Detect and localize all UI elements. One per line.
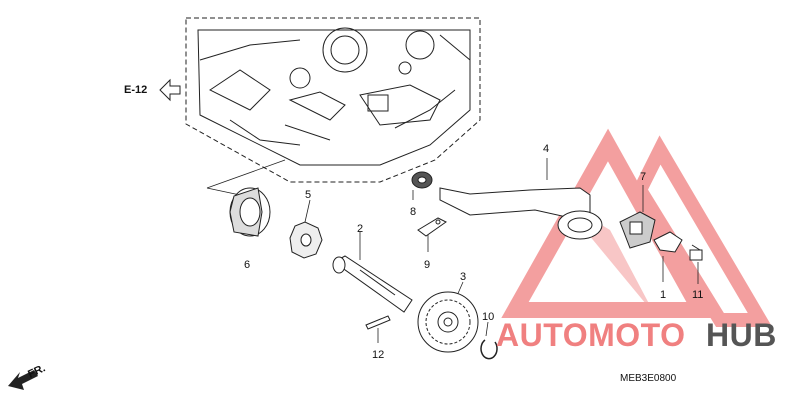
callout-8: 8 — [410, 206, 416, 218]
snap-ring-part — [480, 339, 498, 360]
watermark-text-part1: AUTOMOTO — [496, 317, 685, 353]
callout-9: 9 — [424, 259, 430, 271]
dowel-pin-part — [365, 315, 391, 330]
clip-part — [417, 217, 447, 237]
seal-part — [411, 171, 433, 189]
callout-10: 10 — [482, 311, 494, 323]
callout-numbers: 1 2 3 4 5 6 7 8 9 10 11 12 — [244, 143, 703, 361]
bracket-part — [653, 231, 683, 253]
diagram-code: MEB3E0800 — [620, 373, 677, 384]
callout-3: 3 — [460, 271, 466, 283]
crankcase-outline — [185, 17, 481, 183]
outer-rotor-part — [229, 187, 271, 237]
inner-rotor-part — [289, 221, 323, 259]
callout-11: 11 — [692, 289, 703, 301]
callout-12: 12 — [372, 349, 384, 361]
driven-gear-part — [417, 291, 479, 353]
strainer-pipe-part — [439, 187, 603, 240]
filter-screen-part — [619, 211, 656, 249]
watermark-text-part2: HUB — [706, 317, 777, 353]
pump-shaft-part — [332, 255, 413, 313]
reference-label: E-12 — [124, 84, 147, 96]
callout-5: 5 — [305, 189, 311, 201]
bolt-part — [689, 244, 703, 261]
callout-7: 7 — [640, 171, 646, 183]
front-direction-indicator: FR. — [8, 362, 47, 390]
callout-2: 2 — [357, 223, 363, 235]
callout-6: 6 — [244, 259, 250, 271]
front-direction-label: FR. — [26, 362, 47, 380]
watermark-text: AUTOMOTO HUB — [496, 317, 777, 353]
callout-1: 1 — [660, 289, 666, 301]
callout-4: 4 — [543, 143, 549, 155]
reference-arrow: E-12 — [124, 78, 181, 102]
